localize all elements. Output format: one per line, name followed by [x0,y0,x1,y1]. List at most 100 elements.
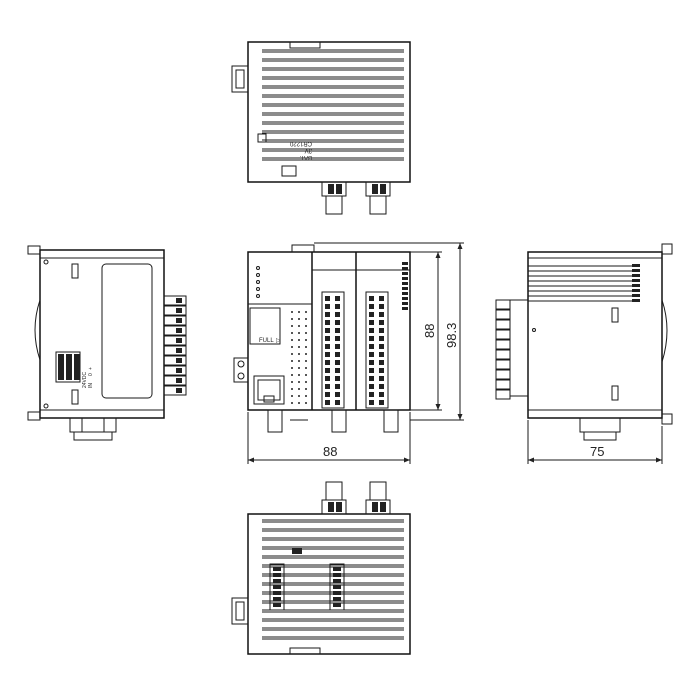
dimension-overall-height: 98.3 [314,242,464,421]
indicator-dot [305,402,307,404]
top-vent-slats [262,49,404,161]
indicator-dot [298,346,300,348]
plug-pin [176,328,182,333]
indicator-dot [298,395,300,397]
plug [163,335,187,346]
plug-pin [176,378,182,383]
indicator-dot [305,339,307,341]
io-module-2-terminals [365,291,389,409]
plug [495,319,511,330]
terminal-screw [379,320,384,325]
terminal-screw [325,400,330,405]
terminal-pin [273,567,281,571]
terminal-screw [335,304,340,309]
indicator-dot [298,325,300,327]
dimension-label-88-width: 88 [323,444,337,459]
indicator-dot [298,402,300,404]
terminal-pin [273,591,281,595]
indicator-dot [305,353,307,355]
bottom-terminal-block-2 [329,563,345,611]
plug [163,365,187,376]
terminal-screw [369,320,374,325]
cpu-dot-grid [291,311,307,404]
terminal-screw [335,400,340,405]
plug-pin [176,318,182,323]
edge-tab [402,307,408,310]
dimension-front-height: 88 [410,251,442,411]
terminal-pin [333,567,341,571]
terminal-pin [273,603,281,607]
plug [163,375,187,386]
edge-tab [632,294,640,297]
terminal-screw [379,352,384,357]
plug-pin [176,348,182,353]
indicator-dot [305,346,307,348]
indicator-dot [305,367,307,369]
plug [495,309,511,320]
indicator-dot [291,374,293,376]
indicator-dot [305,332,307,334]
terminal-pin [333,591,341,595]
edge-tab [402,302,408,305]
svg-text:IN: IN [88,383,94,388]
top-view-connector-1 [321,181,347,215]
indicator-dot [298,388,300,390]
led [256,287,260,291]
terminal-screw [369,360,374,365]
bottom-view-connector-1 [321,481,347,515]
terminal-screw [325,304,330,309]
terminal-block [321,291,345,409]
edge-tab [632,274,640,277]
terminal-screw [379,384,384,389]
plug-pin [176,338,182,343]
indicator-dot [305,325,307,327]
terminal-screw [335,312,340,317]
edge-tab [632,264,640,267]
indicator-dot [298,360,300,362]
edge-tab [632,299,640,302]
terminal-screw [369,312,374,317]
svg-text:BAT.: BAT. [299,154,312,160]
dimension-label-75: 75 [590,444,604,459]
terminal-pin [273,579,281,583]
terminal-screw [369,384,374,389]
dimension-label-98-3: 98.3 [444,323,459,348]
terminal-screw [369,400,374,405]
indicator-dot [291,346,293,348]
terminal-screw [325,384,330,389]
plug [495,299,511,310]
terminal-screw [335,328,340,333]
terminal-screw [369,336,374,341]
terminal-screw [325,328,330,333]
indicator-dot [305,311,307,313]
edge-tab [402,272,408,275]
plug-pin [176,358,182,363]
indicator-dot [298,318,300,320]
indicator-dot [291,353,293,355]
plug-pin [176,308,182,313]
plug [163,315,187,326]
indicator-dot [291,339,293,341]
plug [163,305,187,316]
terminal-screw [379,400,384,405]
indicator-dot [298,311,300,313]
edge-tab [632,269,640,272]
svg-text:FULL: FULL [259,338,274,344]
indicator-dot [291,311,293,313]
terminal-screw [369,344,374,349]
terminal-screw [369,368,374,373]
indicator-dot [298,367,300,369]
bottom-terminal-block-1 [269,563,285,611]
terminal-pin [333,579,341,583]
indicator-dot [298,332,300,334]
indicator-dot [305,395,307,397]
terminal-screw [325,360,330,365]
terminal-screw [335,320,340,325]
edge-tab [402,282,408,285]
svg-text:+: + [88,367,94,370]
io-module-1-terminals [321,291,345,409]
plug-pin [176,368,182,373]
bottom-view [231,481,411,655]
terminal-screw [369,328,374,333]
plug-pin [176,388,182,393]
